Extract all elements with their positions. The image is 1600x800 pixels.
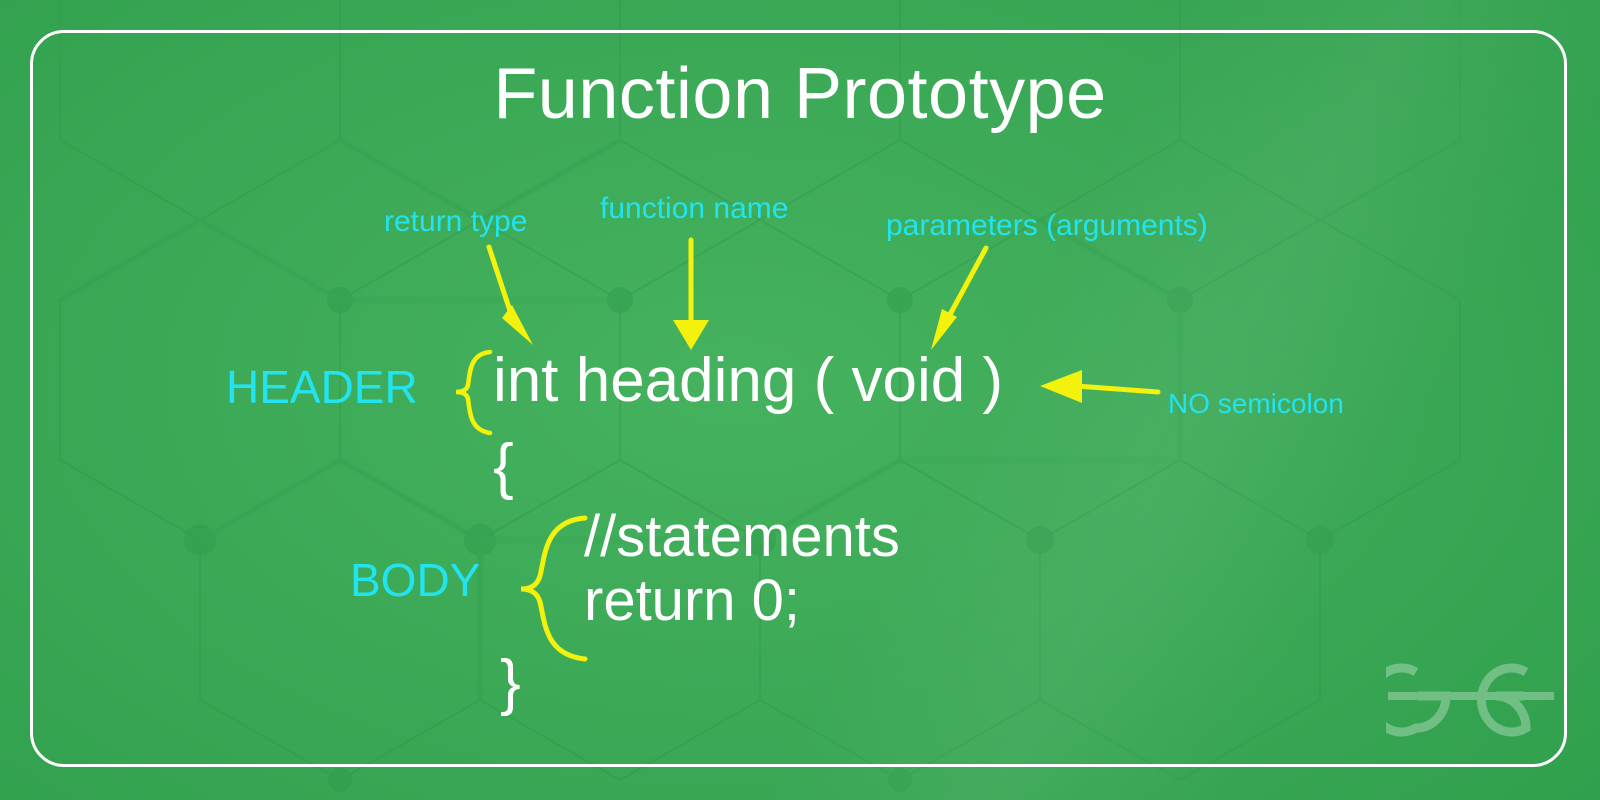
code-statements-comment: //statements (584, 504, 900, 569)
section-label-body: BODY (350, 554, 481, 606)
geeksforgeeks-logo (1386, 663, 1554, 737)
annotation-label-no-semicolon: NO semicolon (1168, 388, 1344, 419)
page-title: Function Prototype (493, 54, 1107, 134)
annotation-label-function-name: function name (600, 192, 789, 225)
section-label-header: HEADER (226, 361, 418, 413)
annotation-label-return-type: return type (384, 205, 528, 238)
code-return-statement: return 0; (584, 568, 800, 633)
code-open-brace: { (493, 432, 514, 501)
code-close-brace: } (500, 648, 521, 717)
code-function-signature: int heading ( void ) (493, 346, 1004, 415)
annotation-label-parameters: parameters (arguments) (886, 209, 1208, 242)
